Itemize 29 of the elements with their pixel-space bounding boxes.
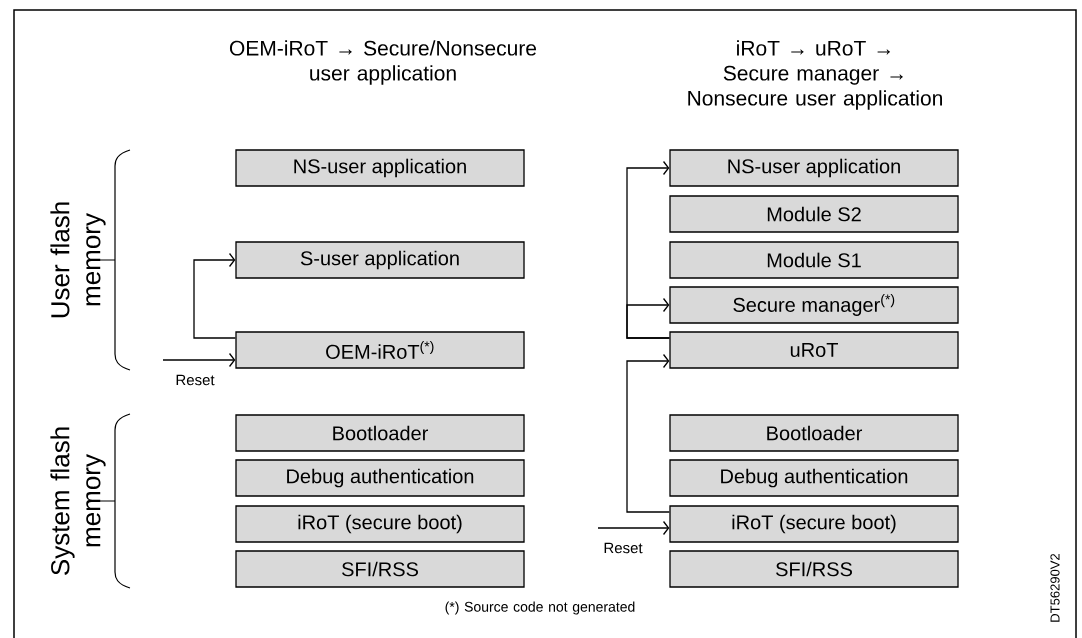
memory-region-label: User flash memory xyxy=(50,202,106,318)
memory-block: Bootloader xyxy=(235,414,525,452)
memory-block: uRoT xyxy=(669,331,959,369)
heading-text: iRoT → uRoT → Secure manager → Nonsecure user application xyxy=(688,40,942,110)
edge-label: Reset xyxy=(176,374,215,386)
memory-block: Module S1 xyxy=(669,241,959,279)
memory-block: iRoT (secure boot) xyxy=(235,505,525,543)
heading-text: OEM-iRoT → Secure/Nonsecure user application xyxy=(229,40,537,85)
memory-block: S-user application xyxy=(235,241,525,279)
arrow xyxy=(162,352,236,368)
arrow xyxy=(193,252,236,339)
footnote: (*) Source code not generated xyxy=(445,601,635,615)
memory-region-label: System flash memory xyxy=(50,427,106,575)
arrow xyxy=(626,353,670,513)
arrow xyxy=(626,160,670,339)
memory-block: NS-user application xyxy=(669,149,959,187)
memory-block: NS-user application xyxy=(235,149,525,187)
edge-label: Reset xyxy=(604,542,643,554)
memory-block: Secure manager$^{(*)}$ xyxy=(669,286,959,324)
memory-block: OEM-iRoT$^{(*)}$ xyxy=(235,331,525,369)
memory-block: Debug authentication xyxy=(235,459,525,497)
memory-block: iRoT (secure boot) xyxy=(669,505,959,543)
arrow xyxy=(597,520,670,536)
memory-block: SFI/RSS xyxy=(669,550,959,588)
memory-block: Module S2 xyxy=(669,195,959,233)
document-code: DT56290V2 xyxy=(1050,554,1060,622)
memory-block: Bootloader xyxy=(669,414,959,452)
memory-block: SFI/RSS xyxy=(235,550,525,588)
memory-block: Debug authentication xyxy=(669,459,959,497)
